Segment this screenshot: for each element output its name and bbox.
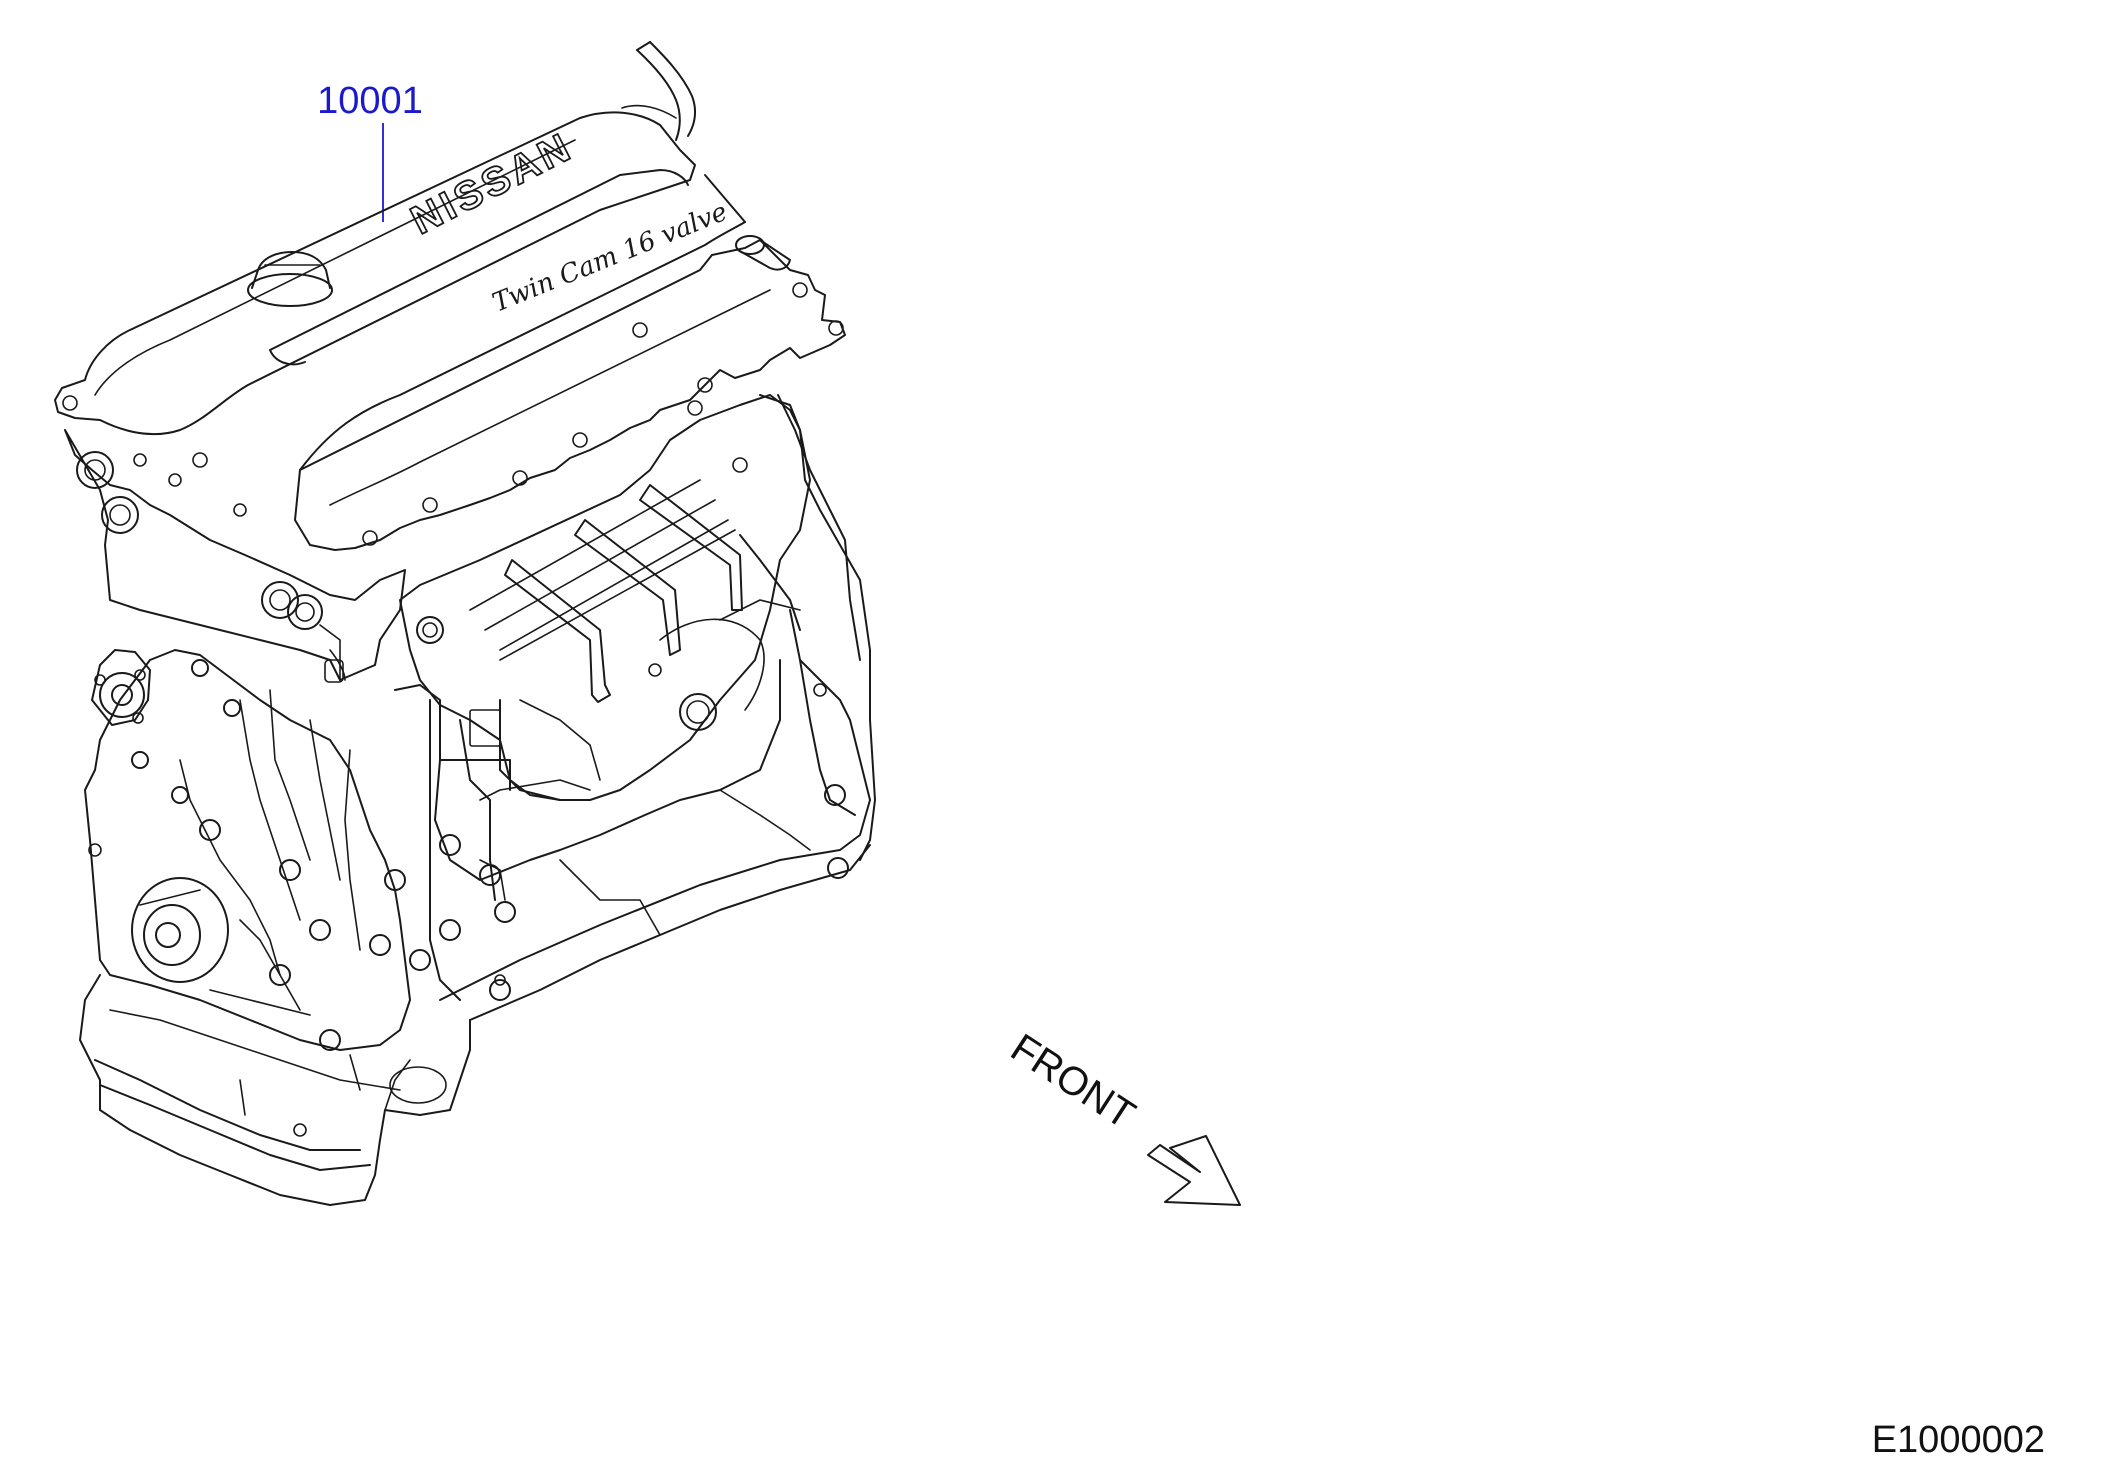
- pcv-valve: [735, 235, 791, 271]
- engine-drawing: NISSAN Twin Cam 16 valve: [54, 41, 876, 1206]
- figure-code: E1000002: [1872, 1419, 2045, 1461]
- timing-cover: [84, 649, 411, 1051]
- svg-text:Twin Cam 16 valve: Twin Cam 16 valve: [488, 197, 731, 319]
- water-pump-pulley: [91, 649, 151, 726]
- crankshaft-pulley: [131, 877, 229, 983]
- oil-filler-cap: [247, 251, 333, 307]
- nissan-logo: NISSAN: [403, 123, 581, 244]
- cylinder-block: [369, 534, 871, 1021]
- breather-hose: [621, 41, 696, 141]
- bell-housing-flange: [719, 394, 876, 879]
- cylinder-head: [64, 429, 406, 683]
- arrow-down-right-icon: [1147, 1135, 1241, 1206]
- part-callout[interactable]: 10001: [317, 80, 423, 222]
- cam-cover-script: Twin Cam 16 valve: [488, 197, 731, 319]
- svg-text:NISSAN: NISSAN: [404, 124, 580, 243]
- part-number-label[interactable]: 10001: [317, 80, 423, 122]
- front-label: FRONT: [1003, 1026, 1143, 1138]
- cam-cover: Twin Cam 16 valve: [62, 174, 846, 551]
- exhaust-heat-shield: [399, 394, 811, 801]
- front-direction-indicator: FRONT: [1003, 1026, 1241, 1206]
- oil-pan: [79, 974, 471, 1206]
